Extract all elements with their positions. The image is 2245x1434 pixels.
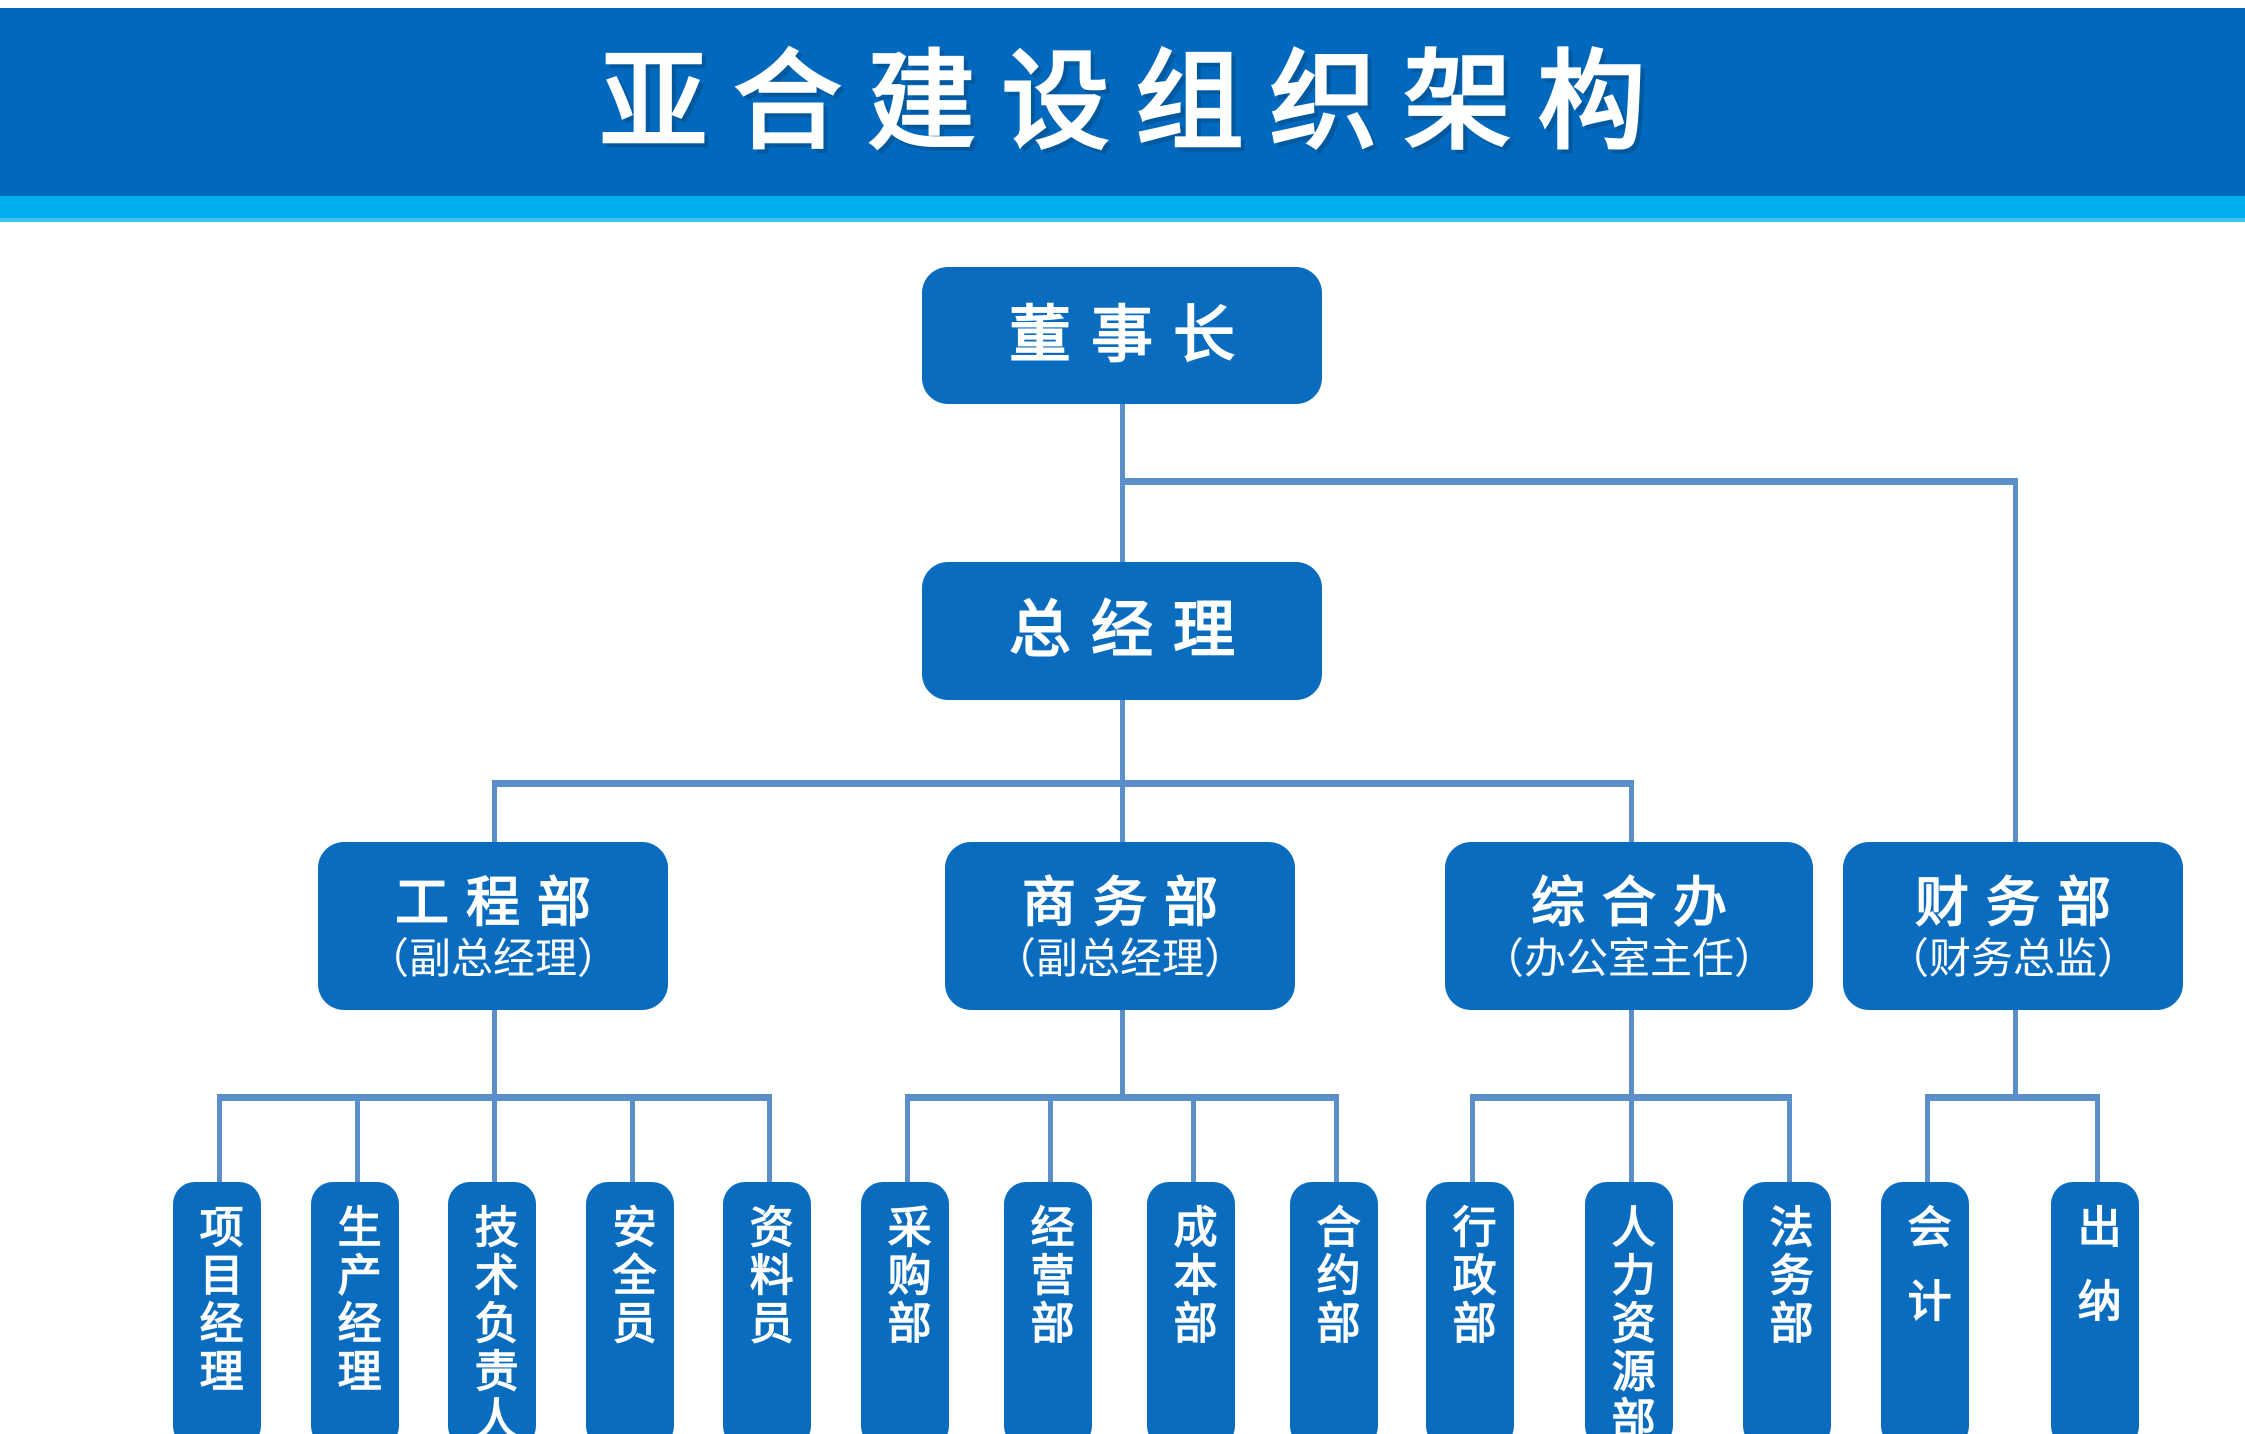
connector-business-stem xyxy=(1120,1010,1125,1096)
connector-finance-drop-2 xyxy=(2095,1094,2100,1196)
connector-gm-bus xyxy=(492,780,1632,787)
connector-admin-drop-2 xyxy=(1629,1094,1634,1196)
node-leaf-contract-dept[interactable]: 合约部 xyxy=(1290,1182,1378,1434)
node-department-engineering-subtitle: （副总经理） xyxy=(366,935,619,983)
connector-engineering-drop-1 xyxy=(217,1094,222,1196)
connector-engineering-stem xyxy=(492,1010,497,1096)
connector-finance-drop-1 xyxy=(1925,1094,1930,1196)
node-leaf-accountant[interactable]: 会计 xyxy=(1881,1182,1969,1434)
connector-gm-to-business xyxy=(1120,780,1125,842)
connector-finance-stem xyxy=(2013,1010,2018,1096)
node-department-engineering-label: 工程部 xyxy=(395,873,608,934)
node-leaf-cashier[interactable]: 出纳 xyxy=(2051,1182,2139,1434)
connector-finance-bus xyxy=(1925,1094,2100,1101)
node-general-manager-label: 总经理 xyxy=(1008,596,1255,666)
connector-business-drop-3 xyxy=(1191,1094,1196,1196)
node-leaf-purchasing-dept[interactable]: 采购部 xyxy=(861,1182,949,1434)
connector-chairman-to-gm xyxy=(1120,478,1125,562)
node-leaf-cost-dept[interactable]: 成本部 xyxy=(1147,1182,1235,1434)
connector-gm-to-admin xyxy=(1629,780,1634,842)
node-leaf-production-manager-label: 生产经理 xyxy=(330,1204,380,1396)
node-department-admin[interactable]: 综合办 （办公室主任） xyxy=(1445,842,1813,1010)
node-leaf-accountant-label: 会计 xyxy=(1900,1204,1950,1352)
node-department-business-subtitle: （副总经理） xyxy=(993,935,1246,983)
node-department-business[interactable]: 商务部 （副总经理） xyxy=(945,842,1295,1010)
node-leaf-project-manager[interactable]: 项目经理 xyxy=(173,1182,261,1434)
node-leaf-hr-dept-label: 人力资源部 xyxy=(1604,1204,1654,1434)
connector-admin-stem xyxy=(1629,1010,1634,1096)
connector-chairman-to-finance xyxy=(2013,478,2018,842)
node-leaf-operations-dept-label: 经营部 xyxy=(1023,1204,1073,1348)
connector-chairman-bus xyxy=(1120,478,2018,485)
node-leaf-legal-dept[interactable]: 法务部 xyxy=(1743,1182,1831,1434)
node-leaf-administration-dept-label: 行政部 xyxy=(1445,1204,1495,1348)
node-leaf-operations-dept[interactable]: 经营部 xyxy=(1004,1182,1092,1434)
connector-business-drop-4 xyxy=(1334,1094,1339,1196)
node-department-admin-subtitle: （办公室主任） xyxy=(1481,935,1776,983)
node-leaf-document-clerk-label: 资料员 xyxy=(742,1204,792,1348)
node-leaf-safety-officer[interactable]: 安全员 xyxy=(586,1182,674,1434)
header-banner: 亚合建设组织架构 xyxy=(0,8,2245,196)
node-leaf-cashier-label: 出纳 xyxy=(2070,1204,2120,1352)
node-leaf-technical-lead[interactable]: 技术负责人 xyxy=(448,1182,536,1434)
connector-engineering-drop-5 xyxy=(767,1094,772,1196)
connector-chairman-stem xyxy=(1120,404,1125,482)
connector-gm-to-engineering xyxy=(492,780,497,842)
connector-business-drop-2 xyxy=(1048,1094,1053,1196)
node-chairman-label: 董事长 xyxy=(1008,300,1255,370)
header-accent-strip xyxy=(0,196,2245,218)
node-leaf-safety-officer-label: 安全员 xyxy=(605,1204,655,1348)
node-leaf-administration-dept[interactable]: 行政部 xyxy=(1426,1182,1514,1434)
node-leaf-technical-lead-label: 技术负责人 xyxy=(467,1204,517,1434)
connector-engineering-drop-4 xyxy=(630,1094,635,1196)
node-department-engineering[interactable]: 工程部 （副总经理） xyxy=(318,842,668,1010)
connector-gm-stem xyxy=(1120,700,1125,784)
connector-business-drop-1 xyxy=(905,1094,910,1196)
node-chairman[interactable]: 董事长 xyxy=(922,267,1322,404)
node-leaf-hr-dept[interactable]: 人力资源部 xyxy=(1585,1182,1673,1434)
node-department-finance-label: 财务部 xyxy=(1915,873,2128,934)
connector-business-bus xyxy=(905,1094,1335,1101)
node-general-manager[interactable]: 总经理 xyxy=(922,562,1322,700)
node-department-business-label: 商务部 xyxy=(1022,873,1235,934)
node-leaf-project-manager-label: 项目经理 xyxy=(192,1204,242,1396)
connector-engineering-drop-3 xyxy=(492,1094,497,1196)
header-accent-strip-thin xyxy=(0,218,2245,222)
node-leaf-cost-dept-label: 成本部 xyxy=(1166,1204,1216,1348)
connector-admin-drop-1 xyxy=(1470,1094,1475,1196)
node-leaf-purchasing-dept-label: 采购部 xyxy=(880,1204,930,1348)
node-department-admin-label: 综合办 xyxy=(1531,873,1744,934)
node-leaf-contract-dept-label: 合约部 xyxy=(1309,1204,1359,1348)
node-leaf-legal-dept-label: 法务部 xyxy=(1762,1204,1812,1348)
node-leaf-document-clerk[interactable]: 资料员 xyxy=(723,1182,811,1434)
node-department-finance-subtitle: （财务总监） xyxy=(1886,935,2139,983)
node-leaf-production-manager[interactable]: 生产经理 xyxy=(311,1182,399,1434)
node-department-finance[interactable]: 财务部 （财务总监） xyxy=(1843,842,2183,1010)
page-title: 亚合建设组织架构 xyxy=(599,41,1672,162)
connector-engineering-drop-2 xyxy=(355,1094,360,1196)
connector-admin-drop-3 xyxy=(1787,1094,1792,1196)
